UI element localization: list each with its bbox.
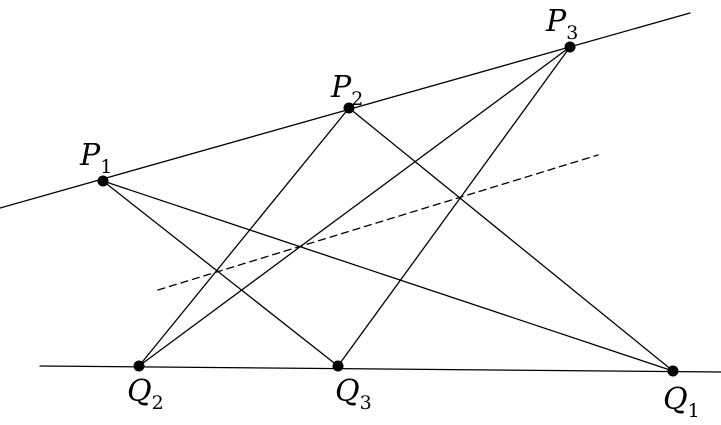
segment-p2-q1	[348, 107, 674, 372]
label-q1: Q1	[663, 382, 700, 422]
label-q3-letter: Q	[335, 374, 360, 409]
label-q3: Q3	[335, 374, 372, 414]
point-p3	[564, 41, 576, 53]
label-p3: P3	[545, 4, 578, 44]
label-p1-sub: 1	[100, 156, 112, 178]
label-q3-sub: 3	[360, 392, 372, 414]
label-p3-letter: P	[545, 4, 567, 39]
label-p3-sub: 3	[566, 22, 578, 44]
segment-p2-q2	[138, 107, 350, 367]
label-q1-letter: Q	[663, 382, 688, 417]
segment-p3-q3	[337, 46, 571, 367]
label-q1-sub: 1	[688, 400, 700, 422]
label-q2-sub: 2	[152, 392, 164, 414]
segment-p1-q1	[102, 180, 674, 372]
label-p1-letter: P	[79, 138, 101, 173]
label-q2: Q2	[127, 374, 164, 414]
label-p2-letter: P	[330, 70, 352, 105]
pappus-line	[157, 154, 599, 291]
point-p1	[97, 175, 109, 187]
label-q2-letter: Q	[127, 374, 152, 409]
segment-p3-q2	[138, 46, 571, 367]
point-p2	[343, 102, 355, 114]
segment-p1-q3	[102, 180, 339, 367]
point-q3	[332, 360, 344, 372]
point-q2	[133, 360, 145, 372]
label-p1: P1	[79, 138, 112, 178]
point-q1	[667, 365, 679, 377]
label-p2: P2	[330, 70, 363, 110]
lower-line	[39, 365, 721, 373]
label-p2-sub: 2	[351, 88, 363, 110]
